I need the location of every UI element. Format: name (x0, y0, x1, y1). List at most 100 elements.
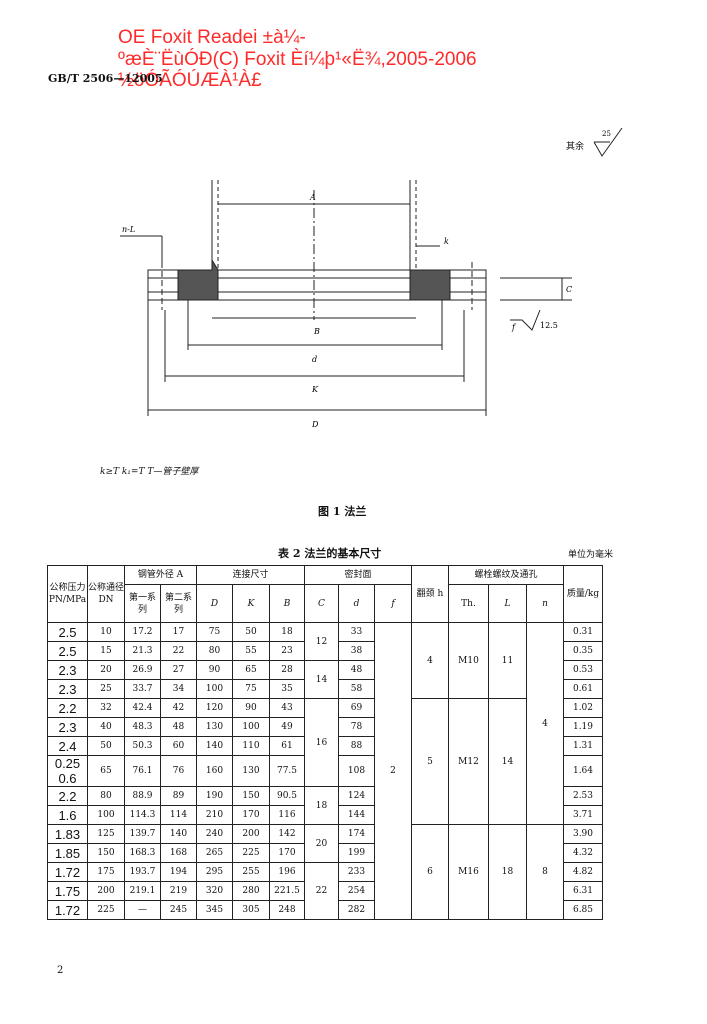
table-cell: 199 (338, 843, 375, 863)
table-cell: 196 (269, 862, 305, 882)
table-cell: 160 (196, 755, 233, 787)
table-cell: 1.85 (47, 843, 88, 863)
table-cell: 89 (160, 786, 197, 806)
header-Th: Th. (448, 584, 489, 623)
table-cell: 18 (304, 786, 339, 825)
table-cell: 58 (338, 679, 375, 699)
table-cell: 22 (304, 862, 339, 920)
table-cell: 2.5 (47, 641, 88, 661)
table-cell: 140 (196, 736, 233, 756)
table-cell: 140 (160, 824, 197, 844)
table-cell: 6.85 (563, 900, 603, 920)
dim-K-label: K (311, 385, 319, 394)
table-cell: 233 (338, 862, 375, 882)
table-cell: 65 (87, 755, 125, 787)
table-cell: 114.3 (124, 805, 161, 825)
table-cell: M10 (448, 622, 489, 699)
header-mass: 质量/kg (563, 565, 603, 623)
table-cell: 48 (338, 660, 375, 680)
table-cell: 15 (87, 641, 125, 661)
table-cell: 14 (304, 660, 339, 699)
dim-nL-label: n-L (122, 225, 135, 234)
header-sealing: 密封面 (304, 565, 412, 585)
table-cell: 110 (232, 736, 270, 756)
table-cell: 295 (196, 862, 233, 882)
table-cell: 190 (196, 786, 233, 806)
table-cell: 49 (269, 717, 305, 737)
table-cell: 76.1 (124, 755, 161, 787)
watermark-line-3: ½öÓÃÓÚÆÀ¹À£ (118, 70, 262, 91)
table-cell: 40 (87, 717, 125, 737)
table-cell: 69 (338, 698, 375, 718)
table-cell: 2.3 (47, 660, 88, 680)
dim-d-label: d (312, 355, 317, 364)
table-cell: 75 (196, 622, 233, 642)
table-cell: 38 (338, 641, 375, 661)
table-cell: 1.31 (563, 736, 603, 756)
table-cell: 100 (232, 717, 270, 737)
table-cell: 200 (87, 881, 125, 901)
table-cell: 33 (338, 622, 375, 642)
table-cell: 174 (338, 824, 375, 844)
table-cell: 17.2 (124, 622, 161, 642)
table-cell: 248 (269, 900, 305, 920)
table-cell: 88.9 (124, 786, 161, 806)
figure-caption: 图 1 法兰 (318, 505, 367, 518)
table-cell: 2.3 (47, 679, 88, 699)
table-caption: 表 2 法兰的基本尺寸 (278, 547, 382, 560)
table-cell: 23 (269, 641, 305, 661)
table-cell: 80 (87, 786, 125, 806)
roughness-symbol-icon: 25 (593, 127, 623, 157)
table-cell: 219.1 (124, 881, 161, 901)
page-number: 2 (57, 965, 64, 976)
roughness-label: 其余 (566, 142, 585, 152)
table-cell: 17 (160, 622, 197, 642)
table-cell: 100 (196, 679, 233, 699)
table-cell: 116 (269, 805, 305, 825)
table-cell: 33.7 (124, 679, 161, 699)
table-cell: 43 (269, 698, 305, 718)
table-cell: 50.3 (124, 736, 161, 756)
table-cell: 305 (232, 900, 270, 920)
table-cell: 4 (411, 622, 449, 699)
table-cell: 219 (160, 881, 197, 901)
table-cell: 42 (160, 698, 197, 718)
table-cell: 245 (160, 900, 197, 920)
table-cell: 3.71 (563, 805, 603, 825)
table-cell: 150 (87, 843, 125, 863)
table-cell: 193.7 (124, 862, 161, 882)
table-cell: 26.9 (124, 660, 161, 680)
table-cell: 65 (232, 660, 270, 680)
table-cell: 32 (87, 698, 125, 718)
table-cell: 210 (196, 805, 233, 825)
table-cell: 125 (87, 824, 125, 844)
table-cell: 90 (196, 660, 233, 680)
table-cell: 8 (526, 824, 564, 920)
table-cell: 130 (196, 717, 233, 737)
header-connection: 连接尺寸 (196, 565, 305, 585)
table-cell: 55 (232, 641, 270, 661)
table-cell: 4 (526, 622, 564, 825)
table-cell: 10 (87, 622, 125, 642)
table-cell: 4.82 (563, 862, 603, 882)
table-cell: 4.32 (563, 843, 603, 863)
table-cell: 42.4 (124, 698, 161, 718)
table-cell: 25 (87, 679, 125, 699)
table-cell: 240 (196, 824, 233, 844)
table-cell: 194 (160, 862, 197, 882)
table-cell: 1.64 (563, 755, 603, 787)
table-cell: 280 (232, 881, 270, 901)
roughness-small-value: 12.5 (540, 321, 558, 330)
table-cell: 168.3 (124, 843, 161, 863)
table-cell: 20 (304, 824, 339, 863)
table-cell: 0.53 (563, 660, 603, 680)
table-cell: 0.35 (563, 641, 603, 661)
